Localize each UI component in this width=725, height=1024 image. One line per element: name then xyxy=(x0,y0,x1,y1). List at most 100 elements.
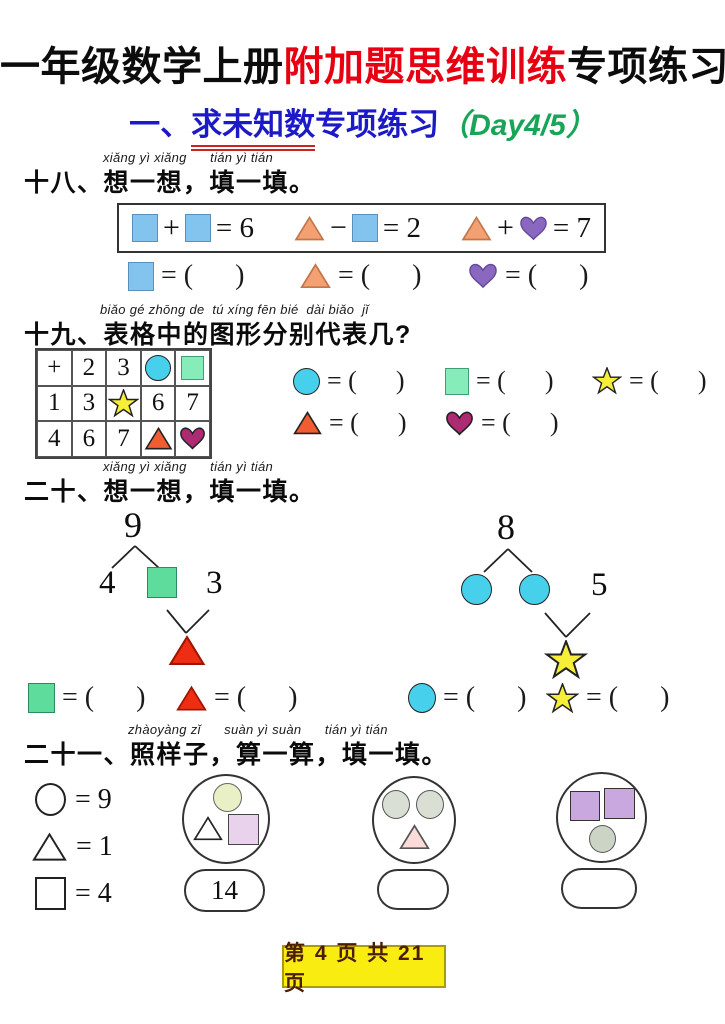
answer-blank: = ( ) xyxy=(505,260,589,291)
answer-value: 14 xyxy=(211,875,238,905)
table-cell-plus: + xyxy=(37,350,72,386)
table-cell xyxy=(106,385,141,422)
s20-answer-triangle: = ( ) xyxy=(176,682,297,714)
mint-square-icon xyxy=(445,367,469,395)
green-square-icon xyxy=(147,567,177,598)
s18-equation-1: + = 6 xyxy=(132,211,254,245)
s21-group3-ellipse xyxy=(556,772,647,863)
s19-answer-heart: = ( ) xyxy=(445,408,558,438)
red-orange-triangle-icon xyxy=(293,410,322,435)
magenta-heart-icon xyxy=(180,427,206,451)
legend-value: = 1 xyxy=(76,831,113,862)
legend-value: = 4 xyxy=(75,877,112,909)
title-black-1: 一年级数学上册 xyxy=(0,45,284,89)
s20-left-total: 9 xyxy=(124,505,142,545)
s19-pinyin: biǎo gé zhōng de tú xíng fēn bié dài biǎ… xyxy=(100,302,369,317)
gray-circle-icon xyxy=(589,825,616,853)
s20-left-leaf2: 3 xyxy=(206,565,223,601)
answer-blank: = ( ) xyxy=(161,260,245,291)
table-cell: 6 xyxy=(140,385,176,422)
answer-blank: = ( ) xyxy=(62,682,146,713)
page-title: 一年级数学上册附加题思维训练专项练习 xyxy=(0,34,725,92)
cyan-circle-icon xyxy=(293,367,320,395)
s18-eq1-result: = 6 xyxy=(215,211,255,244)
s20-answer-circle: = ( ) xyxy=(408,682,526,714)
s19-table: + 2 3 1 3 6 7 4 6 7 xyxy=(35,348,212,459)
pale-green-circle-icon xyxy=(213,783,242,812)
table-cell: 4 xyxy=(37,421,72,457)
s18-eq3-result: = 7 xyxy=(552,211,591,244)
s19-answer-square: = ( ) xyxy=(445,366,553,396)
page-number-text: 第 4 页 共 21 页 xyxy=(284,941,426,995)
purple-heart-icon xyxy=(469,263,497,289)
cyan-circle-icon xyxy=(408,683,436,713)
s21-group1-ellipse xyxy=(182,774,270,864)
table-cell xyxy=(175,350,210,386)
white-triangle-icon xyxy=(193,816,223,841)
gray-circle-icon xyxy=(416,790,444,819)
table-cell: 7 xyxy=(106,421,141,457)
s18-equation-box: + = 6 − = 2 + = 7 xyxy=(117,203,606,253)
title-red: 附加题思维训练 xyxy=(283,45,567,89)
plus-operator: + xyxy=(163,211,180,244)
yellow-star-icon xyxy=(107,388,139,418)
s21-group2-answer xyxy=(377,869,449,910)
s19-answer-star: = ( ) xyxy=(592,366,706,396)
white-square-icon xyxy=(35,877,66,910)
pink-triangle-icon xyxy=(399,824,430,850)
table-cell xyxy=(140,350,176,386)
s20-left-leaf1: 4 xyxy=(99,565,116,601)
s19-answer-triangle: = ( ) xyxy=(293,408,406,438)
table-cell: 3 xyxy=(106,350,141,386)
answer-blank: = ( ) xyxy=(327,366,405,395)
answer-blank: = ( ) xyxy=(629,366,707,395)
s20-heading: 二十、想一想，填一填。 xyxy=(24,478,316,506)
table-cell xyxy=(140,421,176,457)
blue-square-icon xyxy=(132,214,158,242)
s20-right-total: 8 xyxy=(497,507,515,547)
purple-square-icon xyxy=(570,791,600,821)
yellow-star-icon xyxy=(546,682,579,713)
s18-answer-triangle: = ( ) xyxy=(300,260,421,292)
gray-circle-icon xyxy=(382,790,410,819)
section-subtitle: 一、求未知数专项练习（Day4/5） xyxy=(0,99,725,151)
table-cell: 2 xyxy=(71,350,107,386)
page-number-badge: 第 4 页 共 21 页 xyxy=(282,942,446,995)
title-black-2: 专项练习 xyxy=(567,45,725,89)
orange-triangle-icon xyxy=(300,263,331,289)
cyan-circle-icon xyxy=(519,574,550,605)
answer-blank: = ( ) xyxy=(443,682,527,713)
table-cell: 6 xyxy=(71,421,107,457)
s20-pinyin: xiǎng yì xiǎng tián yì tián xyxy=(103,459,274,474)
red-triangle-icon xyxy=(176,685,207,711)
s21-pinyin: zhàoyàng zǐ suàn yì suàn tián yì tián xyxy=(128,722,388,737)
s21-group2-ellipse xyxy=(372,776,456,864)
s21-heading: 二十一、照样子，算一算，填一填。 xyxy=(24,741,449,769)
s21-legend-triangle: = 1 xyxy=(32,831,113,863)
s18-equation-2: − = 2 xyxy=(294,211,421,245)
green-square-icon xyxy=(28,683,55,713)
s21-legend-circle: = 9 xyxy=(35,783,112,816)
red-orange-triangle-icon xyxy=(144,427,172,450)
table-cell: 7 xyxy=(175,385,210,422)
yellow-star-icon xyxy=(544,640,588,680)
table-cell: 1 xyxy=(37,385,72,422)
s20-right-leaf: 5 xyxy=(591,567,608,603)
s18-equation-3: + = 7 xyxy=(461,211,591,245)
s20-answer-star: = ( ) xyxy=(546,682,669,714)
white-circle-icon xyxy=(35,783,66,816)
purple-heart-icon xyxy=(520,216,547,240)
answer-blank: = ( ) xyxy=(214,682,298,713)
lilac-square-icon xyxy=(228,814,259,845)
orange-triangle-icon xyxy=(294,215,325,240)
orange-triangle-icon xyxy=(461,215,492,240)
s21-group3-answer xyxy=(561,868,637,909)
answer-blank: = ( ) xyxy=(481,408,559,437)
s18-answer-heart: = ( ) xyxy=(468,260,588,292)
plus-operator: + xyxy=(496,211,514,244)
s21-group1-answer: 14 xyxy=(184,869,265,912)
white-triangle-icon xyxy=(32,832,67,861)
table-cell xyxy=(175,421,210,457)
subtitle-underlined: 求未知数 xyxy=(191,99,316,151)
